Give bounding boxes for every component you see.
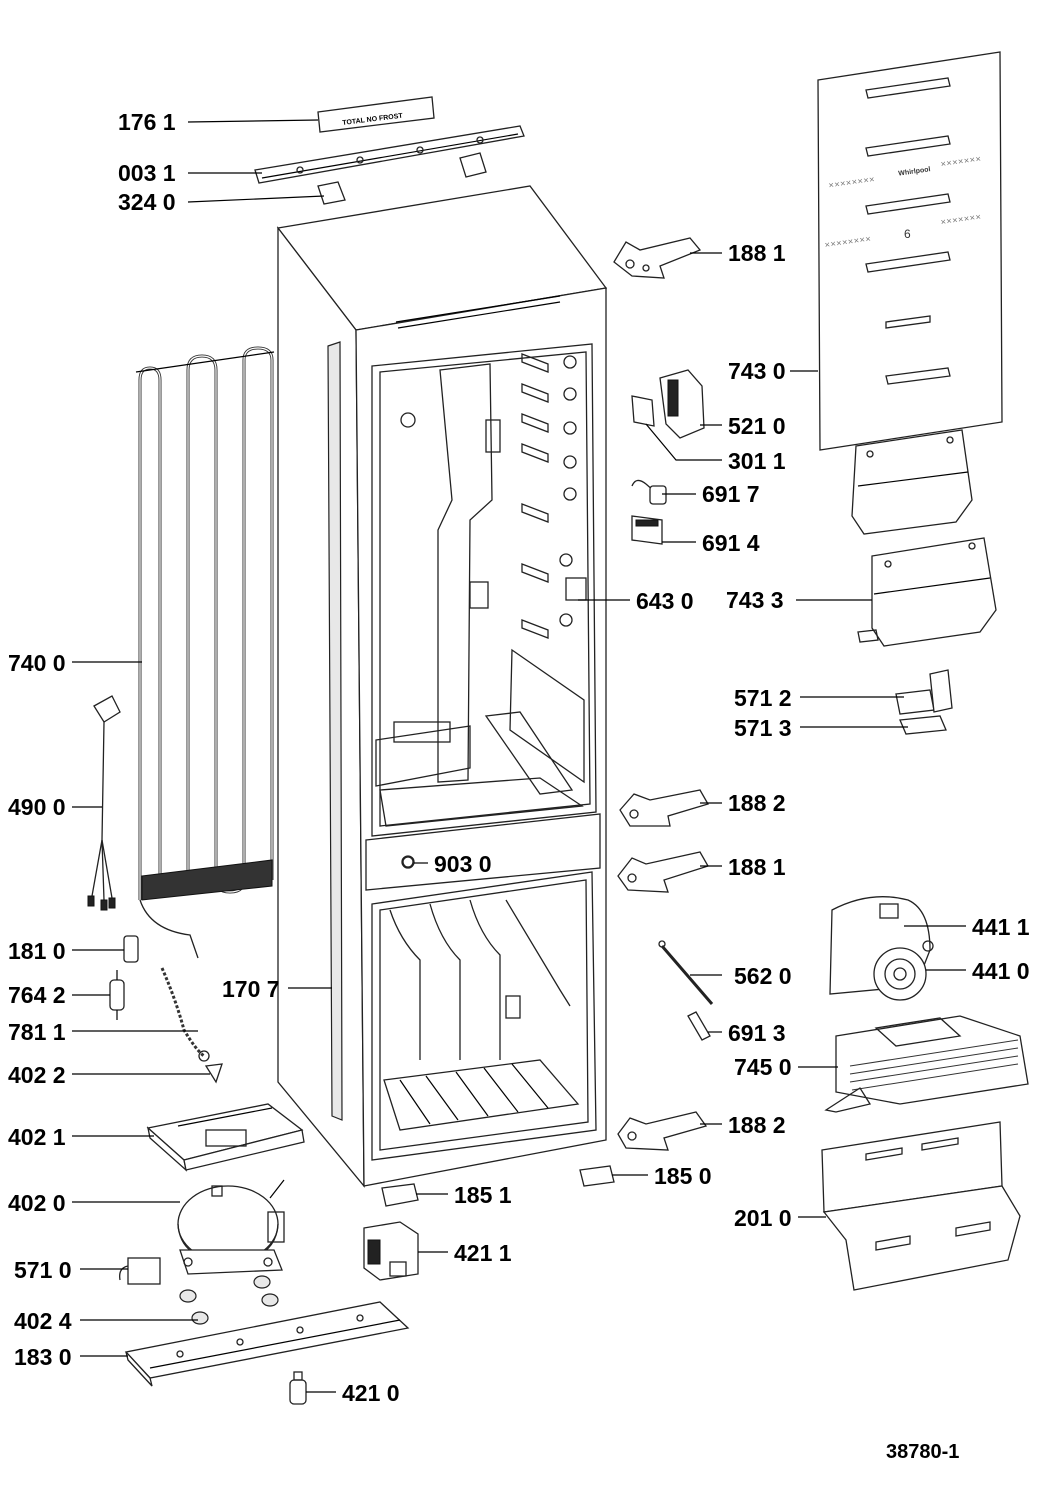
- label-745-0: 745 0: [734, 1054, 792, 1080]
- label-571-3: 571 3: [734, 715, 792, 741]
- label-441-1: 441 1: [972, 914, 1030, 940]
- shelf-supports: [521, 353, 587, 639]
- reference-code: 38780-1: [886, 1441, 959, 1463]
- hinge-top-part: [613, 237, 702, 279]
- label-188-2-bottom: 188 2: [728, 1112, 786, 1138]
- label-691-7: 691 7: [702, 481, 760, 507]
- label-188-1-top: 188 1: [728, 240, 786, 266]
- label-781-1: 781 1: [8, 1019, 66, 1045]
- bottom-cap-left-part: [381, 1183, 419, 1207]
- flap-part: [821, 1121, 1021, 1291]
- label-plate-part: TOTAL NO FROST: [317, 96, 435, 133]
- leader-lines: [72, 119, 966, 1393]
- label-301-1: 301 1: [728, 448, 786, 474]
- relay-part: [119, 1257, 161, 1285]
- part-labels: 176 1 003 1 324 0 188 1 743 0 521 0 301 …: [8, 109, 1030, 1406]
- label-441-0: 441 0: [972, 958, 1030, 984]
- label-176-1: 176 1: [118, 109, 176, 135]
- drain-hose-part: [160, 967, 210, 1062]
- label-490-0: 490 0: [8, 794, 66, 820]
- label-402-1: 402 1: [8, 1124, 66, 1150]
- label-201-0: 201 0: [734, 1205, 792, 1231]
- label-324-0: 324 0: [118, 189, 176, 215]
- label-402-4: 402 4: [14, 1308, 72, 1334]
- svg-text:6: 6: [904, 227, 911, 241]
- evaporation-tray-part: [146, 1103, 305, 1172]
- label-181-0: 181 0: [8, 938, 66, 964]
- hinge-middle-upper-part: [619, 789, 709, 827]
- pin-part-6917: [631, 479, 667, 505]
- capillary-part: [109, 970, 125, 1020]
- label-764-2: 764 2: [8, 982, 66, 1008]
- drain-funnel-part: [204, 1063, 223, 1084]
- label-421-1: 421 1: [454, 1240, 512, 1266]
- compressor-part: [177, 1179, 285, 1275]
- condenser-part: [135, 346, 275, 959]
- label-691-4: 691 4: [702, 530, 760, 556]
- hinge-cap-part: [317, 181, 346, 205]
- label-562-0: 562 0: [734, 963, 792, 989]
- label-170-7: 170 7: [222, 976, 280, 1002]
- door-handle-part: [857, 537, 997, 647]
- label-743-0: 743 0: [728, 358, 786, 384]
- bracket-part-5712: [895, 669, 953, 715]
- hinge-middle-lower-part: [617, 851, 709, 893]
- label-402-0: 402 0: [8, 1190, 66, 1216]
- sensor-wire-part: [658, 940, 714, 1005]
- label-402-2: 402 2: [8, 1062, 66, 1088]
- label-643-0: 643 0: [636, 588, 694, 614]
- base-plate-part: [124, 1301, 410, 1387]
- label-003-1: 003 1: [118, 160, 176, 186]
- label-571-2: 571 2: [734, 685, 792, 711]
- label-188-1-middle: 188 1: [728, 854, 786, 880]
- evaporator-part: [824, 1015, 1029, 1113]
- lamp-housing-part: [631, 369, 705, 439]
- label-421-0: 421 0: [342, 1380, 400, 1406]
- cabinet-part: [276, 185, 608, 1188]
- bracket-part-5713: [899, 715, 947, 735]
- label-903-0: 903 0: [434, 851, 492, 877]
- bottle-part: [289, 1371, 307, 1405]
- bottom-cap-right-part: [579, 1165, 615, 1187]
- label-743-3: 743 3: [726, 587, 784, 613]
- label-740-0: 740 0: [8, 650, 66, 676]
- hinge-bottom-part: [617, 1111, 708, 1151]
- power-cord-part: [87, 695, 121, 911]
- door-logo: Whirlpool: [898, 166, 931, 177]
- label-521-0: 521 0: [728, 413, 786, 439]
- label-188-2-middle: 188 2: [728, 790, 786, 816]
- door-bracket-part: [851, 429, 973, 535]
- drier-filter-part: [123, 935, 139, 963]
- label-691-3: 691 3: [728, 1020, 786, 1046]
- label-185-1: 185 1: [454, 1182, 512, 1208]
- plug-part: [401, 855, 415, 869]
- control-box-part: [363, 1221, 419, 1281]
- label-183-0: 183 0: [14, 1344, 72, 1370]
- label-571-0: 571 0: [14, 1257, 72, 1283]
- small-sensor-part: [687, 1011, 711, 1041]
- door-part: ✕✕✕✕✕✕✕✕ ✕✕✕✕✕✕✕ ✕✕✕✕✕✕✕✕ ✕✕✕✕✕✕✕ Whirlp…: [817, 51, 1003, 451]
- switch-part-6914: [631, 515, 663, 545]
- label-185-0: 185 0: [654, 1163, 712, 1189]
- top-hinge-cover-part: [254, 125, 525, 184]
- rubber-feet-part: [179, 1275, 279, 1325]
- fan-part: [873, 940, 934, 1001]
